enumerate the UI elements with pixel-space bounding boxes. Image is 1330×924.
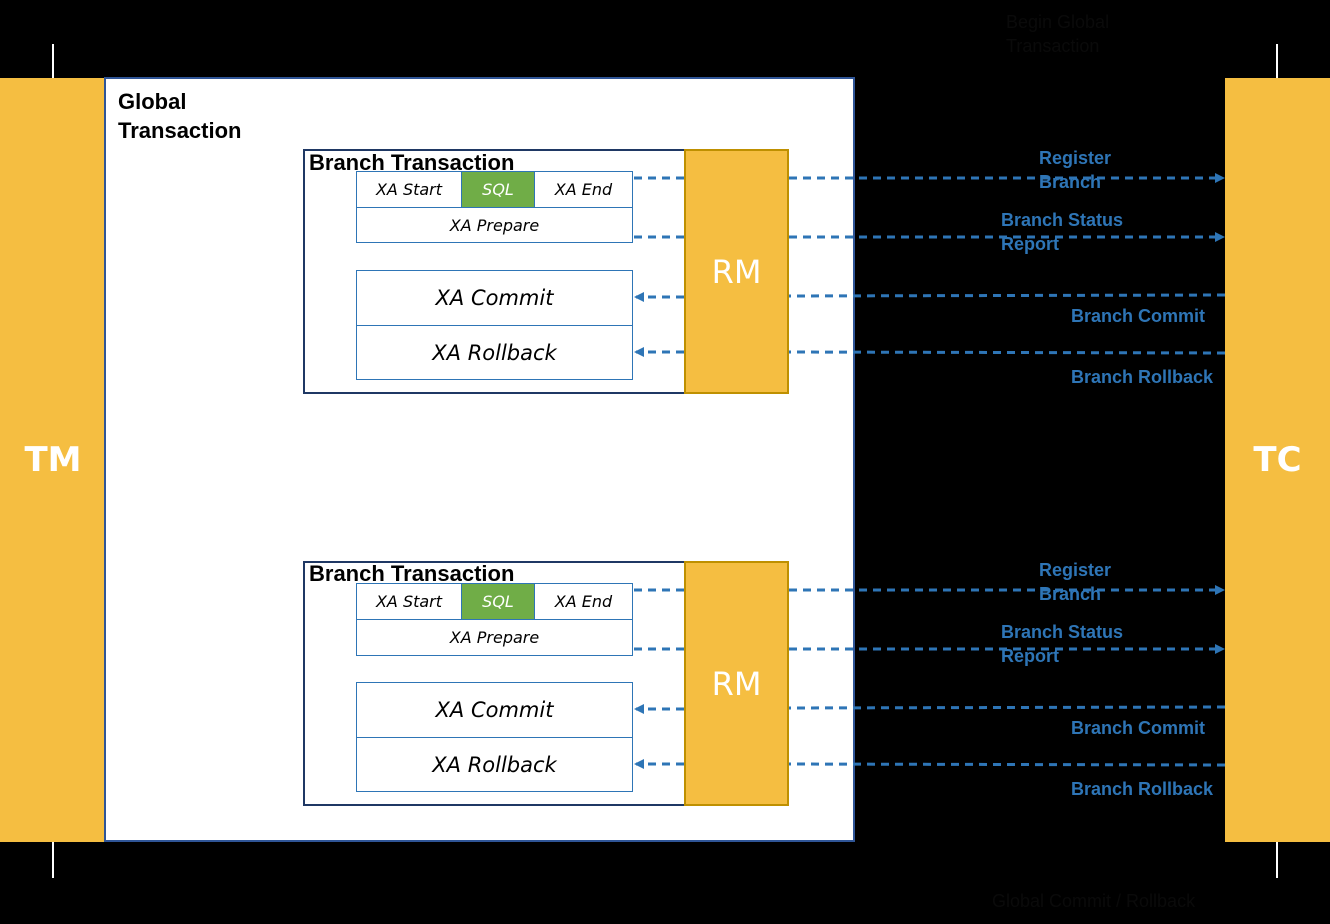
tm-lifeline-top: [52, 44, 54, 78]
branch-rollback-line: [788, 762, 1226, 767]
branch-commit-line: [788, 293, 1226, 298]
rm-block: RM: [684, 561, 789, 806]
tc-lifeline-bottom: [1276, 842, 1278, 878]
global-transaction-title: Global Transaction: [118, 89, 242, 143]
xa-prepare-cell: XA Prepare: [356, 207, 633, 243]
xa-commit-cell: XA Commit: [356, 682, 633, 738]
branch-status-report-label: Branch Status Report: [1001, 622, 1124, 666]
xa-rollback-cell: XA Rollback: [356, 737, 633, 792]
branch-transaction-title: Branch Transaction: [309, 561, 515, 586]
rm-label: RM: [711, 252, 762, 291]
begin-global-transaction-label: Begin Global Transaction: [1006, 12, 1110, 56]
global-commit-rollback-label: Global Commit / Rollback: [992, 891, 1196, 911]
branch-commit-line: [788, 705, 1226, 710]
branch-rollback-label: Branch Rollback: [1071, 367, 1214, 387]
rm-label: RM: [711, 664, 762, 703]
xa-end-cell: XA End: [534, 583, 633, 620]
tc-pillar: TC: [1225, 78, 1330, 842]
tm-pillar: TM: [0, 78, 106, 842]
tc-label: TC: [1253, 440, 1302, 480]
xa-commit-cell: XA Commit: [356, 270, 633, 326]
xa-end-cell: XA End: [534, 171, 633, 208]
sql-cell: SQL: [461, 171, 535, 208]
tm-label: TM: [24, 440, 82, 480]
branch-rollback-line: [788, 350, 1226, 355]
branch-transaction-title: Branch Transaction: [309, 150, 515, 175]
tm-lifeline-bottom: [52, 842, 54, 878]
branch-commit-label: Branch Commit: [1071, 718, 1206, 738]
xa-prepare-cell: XA Prepare: [356, 619, 633, 656]
rm-block: RM: [684, 149, 789, 394]
xa-rollback-cell: XA Rollback: [356, 325, 633, 380]
tc-lifeline-top: [1276, 44, 1278, 78]
branch-status-report-label: Branch Status Report: [1001, 210, 1124, 254]
branch-commit-label: Branch Commit: [1071, 306, 1206, 326]
branch-rollback-label: Branch Rollback: [1071, 779, 1214, 799]
